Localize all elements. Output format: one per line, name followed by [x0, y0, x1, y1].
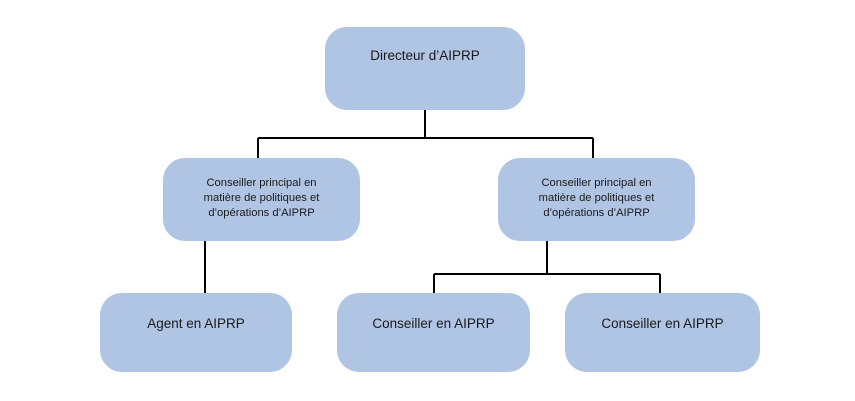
org-node-label-senior-advisor-right: Conseiller principal en matière de polit… — [538, 177, 655, 219]
org-node-label-senior-advisor-left: Conseiller principal en matière de polit… — [203, 177, 320, 219]
org-node-senior-advisor-left[interactable]: Conseiller principal en matière de polit… — [163, 158, 360, 241]
org-node-director[interactable]: Directeur d’AIPRP — [325, 27, 525, 110]
org-node-label-advisor-2: Conseiller en AIPRP — [601, 316, 724, 331]
org-node-label-agent: Agent en AIPRP — [147, 316, 245, 331]
org-node-advisor-2[interactable]: Conseiller en AIPRP — [565, 293, 760, 372]
org-node-agent[interactable]: Agent en AIPRP — [100, 293, 292, 372]
org-node-senior-advisor-right[interactable]: Conseiller principal en matière de polit… — [498, 158, 695, 241]
org-node-advisor-1[interactable]: Conseiller en AIPRP — [337, 293, 530, 372]
connector-director-to-seniors — [257, 110, 594, 158]
org-node-label-director: Directeur d’AIPRP — [370, 48, 480, 63]
org-node-label-advisor-1: Conseiller en AIPRP — [372, 316, 495, 331]
connector-senior-right-to-advisors — [433, 241, 661, 293]
